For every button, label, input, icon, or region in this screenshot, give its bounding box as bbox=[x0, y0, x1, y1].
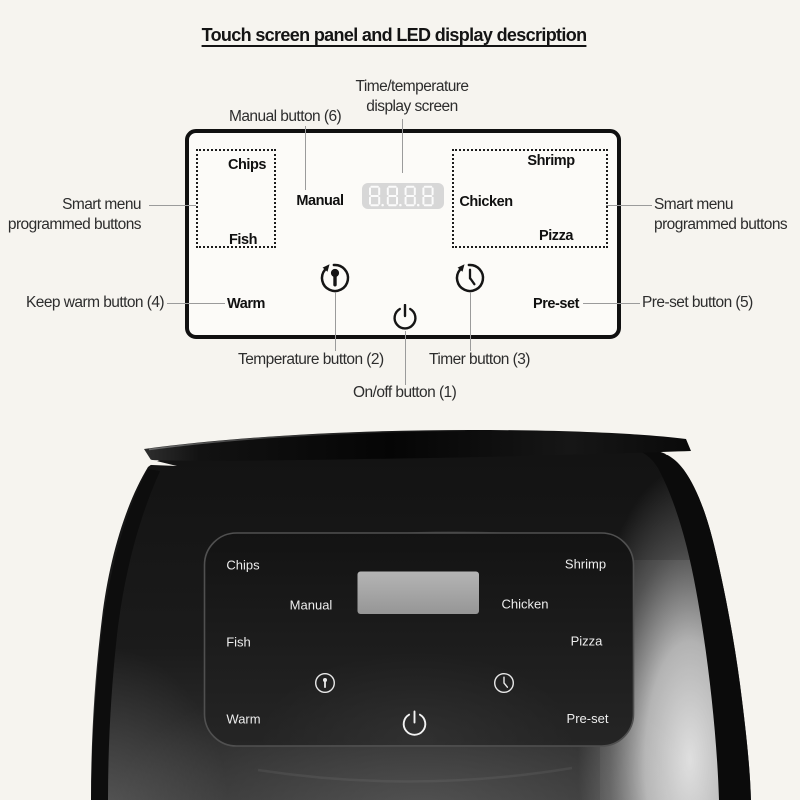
leader-display bbox=[402, 119, 404, 173]
device-fish-button: Fish bbox=[226, 635, 251, 650]
device-manual-button: Manual bbox=[290, 598, 333, 613]
device-lcd-screen bbox=[357, 571, 479, 614]
device-chips-button: Chips bbox=[226, 558, 260, 573]
label-display-line1: Time/temperature bbox=[355, 78, 470, 95]
label-smart-left-line2: programmed buttons bbox=[7, 216, 142, 233]
leader-temperature bbox=[335, 292, 337, 351]
leader-smart-left bbox=[149, 205, 196, 207]
diagram-chicken-button: Chicken bbox=[459, 194, 513, 210]
smart-menu-box-left bbox=[196, 149, 276, 248]
diagram-pizza-button: Pizza bbox=[538, 228, 574, 244]
label-temperature-button: Temperature button (2) bbox=[238, 351, 384, 368]
air-fryer-photo: Chips Shrimp Manual Chicken Fish Pizza W… bbox=[91, 429, 751, 800]
label-keep-warm-button: Keep warm button (4) bbox=[26, 294, 165, 311]
diagram-manual-button: Manual bbox=[296, 193, 344, 209]
label-smart-right-line2: programmed buttons bbox=[654, 216, 788, 233]
diagram-shrimp-button: Shrimp bbox=[527, 153, 575, 169]
label-smart-left-line1: Smart menu bbox=[62, 196, 141, 213]
label-smart-menu-left: Smart menu programmed buttons bbox=[7, 195, 142, 235]
device-timer-icon bbox=[493, 672, 515, 694]
device-preset-button: Pre-set bbox=[567, 711, 609, 726]
label-display-line2: display screen bbox=[366, 98, 458, 115]
device-temperature-icon bbox=[314, 672, 336, 694]
power-button-icon bbox=[392, 303, 417, 330]
device-pizza-button: Pizza bbox=[571, 634, 604, 649]
label-preset-button: Pre-set button (5) bbox=[642, 294, 753, 311]
leader-smart-right bbox=[606, 205, 652, 207]
label-display-screen: Time/temperature display screen bbox=[355, 77, 470, 117]
diagram-chips-button: Chips bbox=[227, 157, 267, 173]
diagram-fish-button: Fish bbox=[228, 232, 258, 248]
timer-button-icon bbox=[455, 263, 484, 292]
label-timer-button: Timer button (3) bbox=[429, 351, 530, 368]
temperature-button-icon bbox=[320, 263, 350, 293]
label-onoff-button: On/off button (1) bbox=[353, 384, 457, 401]
leader-onoff bbox=[405, 331, 407, 385]
led-display bbox=[362, 183, 444, 209]
label-smart-menu-right: Smart menu programmed buttons bbox=[654, 195, 788, 235]
diagram-preset-button: Pre-set bbox=[532, 296, 580, 312]
page-title: Touch screen panel and LED display descr… bbox=[201, 25, 588, 45]
diagram-warm-button: Warm bbox=[227, 296, 265, 312]
device-power-icon bbox=[402, 710, 427, 736]
air-fryer-lid bbox=[144, 430, 691, 461]
leader-keep-warm bbox=[167, 303, 225, 305]
label-smart-right-line1: Smart menu bbox=[654, 196, 733, 213]
leader-manual bbox=[305, 126, 307, 190]
device-chicken-button: Chicken bbox=[502, 597, 549, 612]
smart-menu-box-right bbox=[452, 149, 608, 248]
device-warm-button: Warm bbox=[226, 712, 260, 727]
leader-timer bbox=[470, 292, 472, 351]
label-manual-button: Manual button (6) bbox=[229, 108, 342, 125]
device-shrimp-button: Shrimp bbox=[565, 557, 606, 572]
leader-preset bbox=[583, 303, 640, 305]
